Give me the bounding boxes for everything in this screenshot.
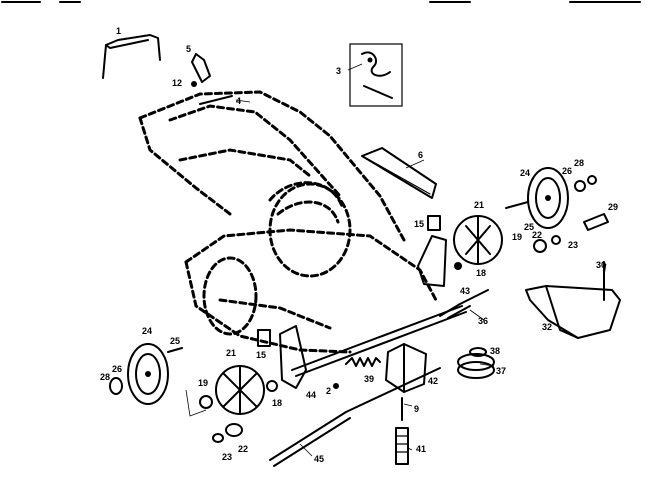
callout-24-right: 24	[520, 168, 530, 178]
callout-15-left: 15	[256, 350, 266, 360]
callout-5: 5	[186, 44, 191, 54]
callout-29: 29	[608, 202, 618, 212]
right-wheel	[505, 167, 597, 229]
callout-37: 37	[496, 366, 506, 376]
callout-38: 38	[490, 346, 500, 356]
part-29-label	[583, 213, 609, 231]
left-drive-bracket	[279, 325, 307, 389]
callout-39: 39	[364, 374, 374, 384]
part-6-belt	[361, 147, 437, 199]
callout-4: 4	[236, 96, 241, 106]
callout-1: 1	[116, 26, 121, 36]
callout-18-left: 18	[272, 398, 282, 408]
callout-22-left: 22	[238, 444, 248, 454]
left-wheel-hardware	[199, 383, 339, 443]
part-4-throttle	[199, 95, 233, 105]
part-45-shaft	[269, 367, 441, 467]
part-1-handle-bracket	[102, 34, 161, 79]
callout-19-right: 19	[512, 232, 522, 242]
callout-28-left: 28	[100, 372, 110, 382]
callout-15-right: 15	[414, 219, 424, 229]
part-3-cable-inset	[349, 43, 403, 107]
part-39-spring	[345, 357, 381, 367]
callout-labels: 1 2 3 4 5 6 9 12 15 15 18 18 19 19 21 21…	[100, 26, 618, 464]
callout-19-left: 19	[198, 378, 208, 388]
callout-22-right: 22	[532, 230, 542, 240]
callout-43: 43	[460, 286, 470, 296]
leader-lines	[185, 63, 607, 457]
callout-28-right: 28	[574, 158, 584, 168]
callout-36: 36	[478, 316, 488, 326]
callout-26-right: 26	[562, 166, 572, 176]
callout-21-right: 21	[474, 200, 484, 210]
callout-9: 9	[414, 404, 419, 414]
callout-45: 45	[314, 454, 324, 464]
mower-deck-outline	[184, 182, 438, 354]
part-37-pulley	[457, 347, 495, 379]
right-drive-assembly	[417, 215, 503, 287]
callout-12: 12	[172, 78, 182, 88]
callout-23-right: 23	[568, 240, 578, 250]
left-wheel	[109, 343, 183, 405]
callout-18-right: 18	[476, 268, 486, 278]
callout-42: 42	[428, 376, 438, 386]
part-5-lever	[191, 53, 211, 87]
mower-handle-outline	[138, 90, 406, 242]
callout-6: 6	[418, 150, 423, 160]
right-wheel-hardware	[533, 235, 561, 253]
drive-shaft	[291, 305, 467, 377]
callout-24-left: 24	[142, 326, 152, 336]
part-32-rear-shield	[525, 285, 621, 339]
callout-23-left: 23	[222, 452, 232, 462]
callout-25-right: 25	[524, 222, 534, 232]
callout-32: 32	[542, 322, 552, 332]
part-41-spring-bolt	[395, 427, 409, 465]
callout-21-left: 21	[226, 348, 236, 358]
callout-26-left: 26	[112, 364, 122, 374]
engine-dome	[268, 181, 344, 224]
callout-25-left: 25	[170, 336, 180, 346]
callout-3: 3	[336, 66, 341, 76]
part-15-spring-left	[257, 329, 271, 347]
callout-44: 44	[306, 390, 316, 400]
callout-41: 41	[416, 444, 426, 454]
left-drive-gear	[215, 365, 278, 415]
callout-2: 2	[326, 386, 331, 396]
callout-30: 30	[596, 260, 606, 270]
